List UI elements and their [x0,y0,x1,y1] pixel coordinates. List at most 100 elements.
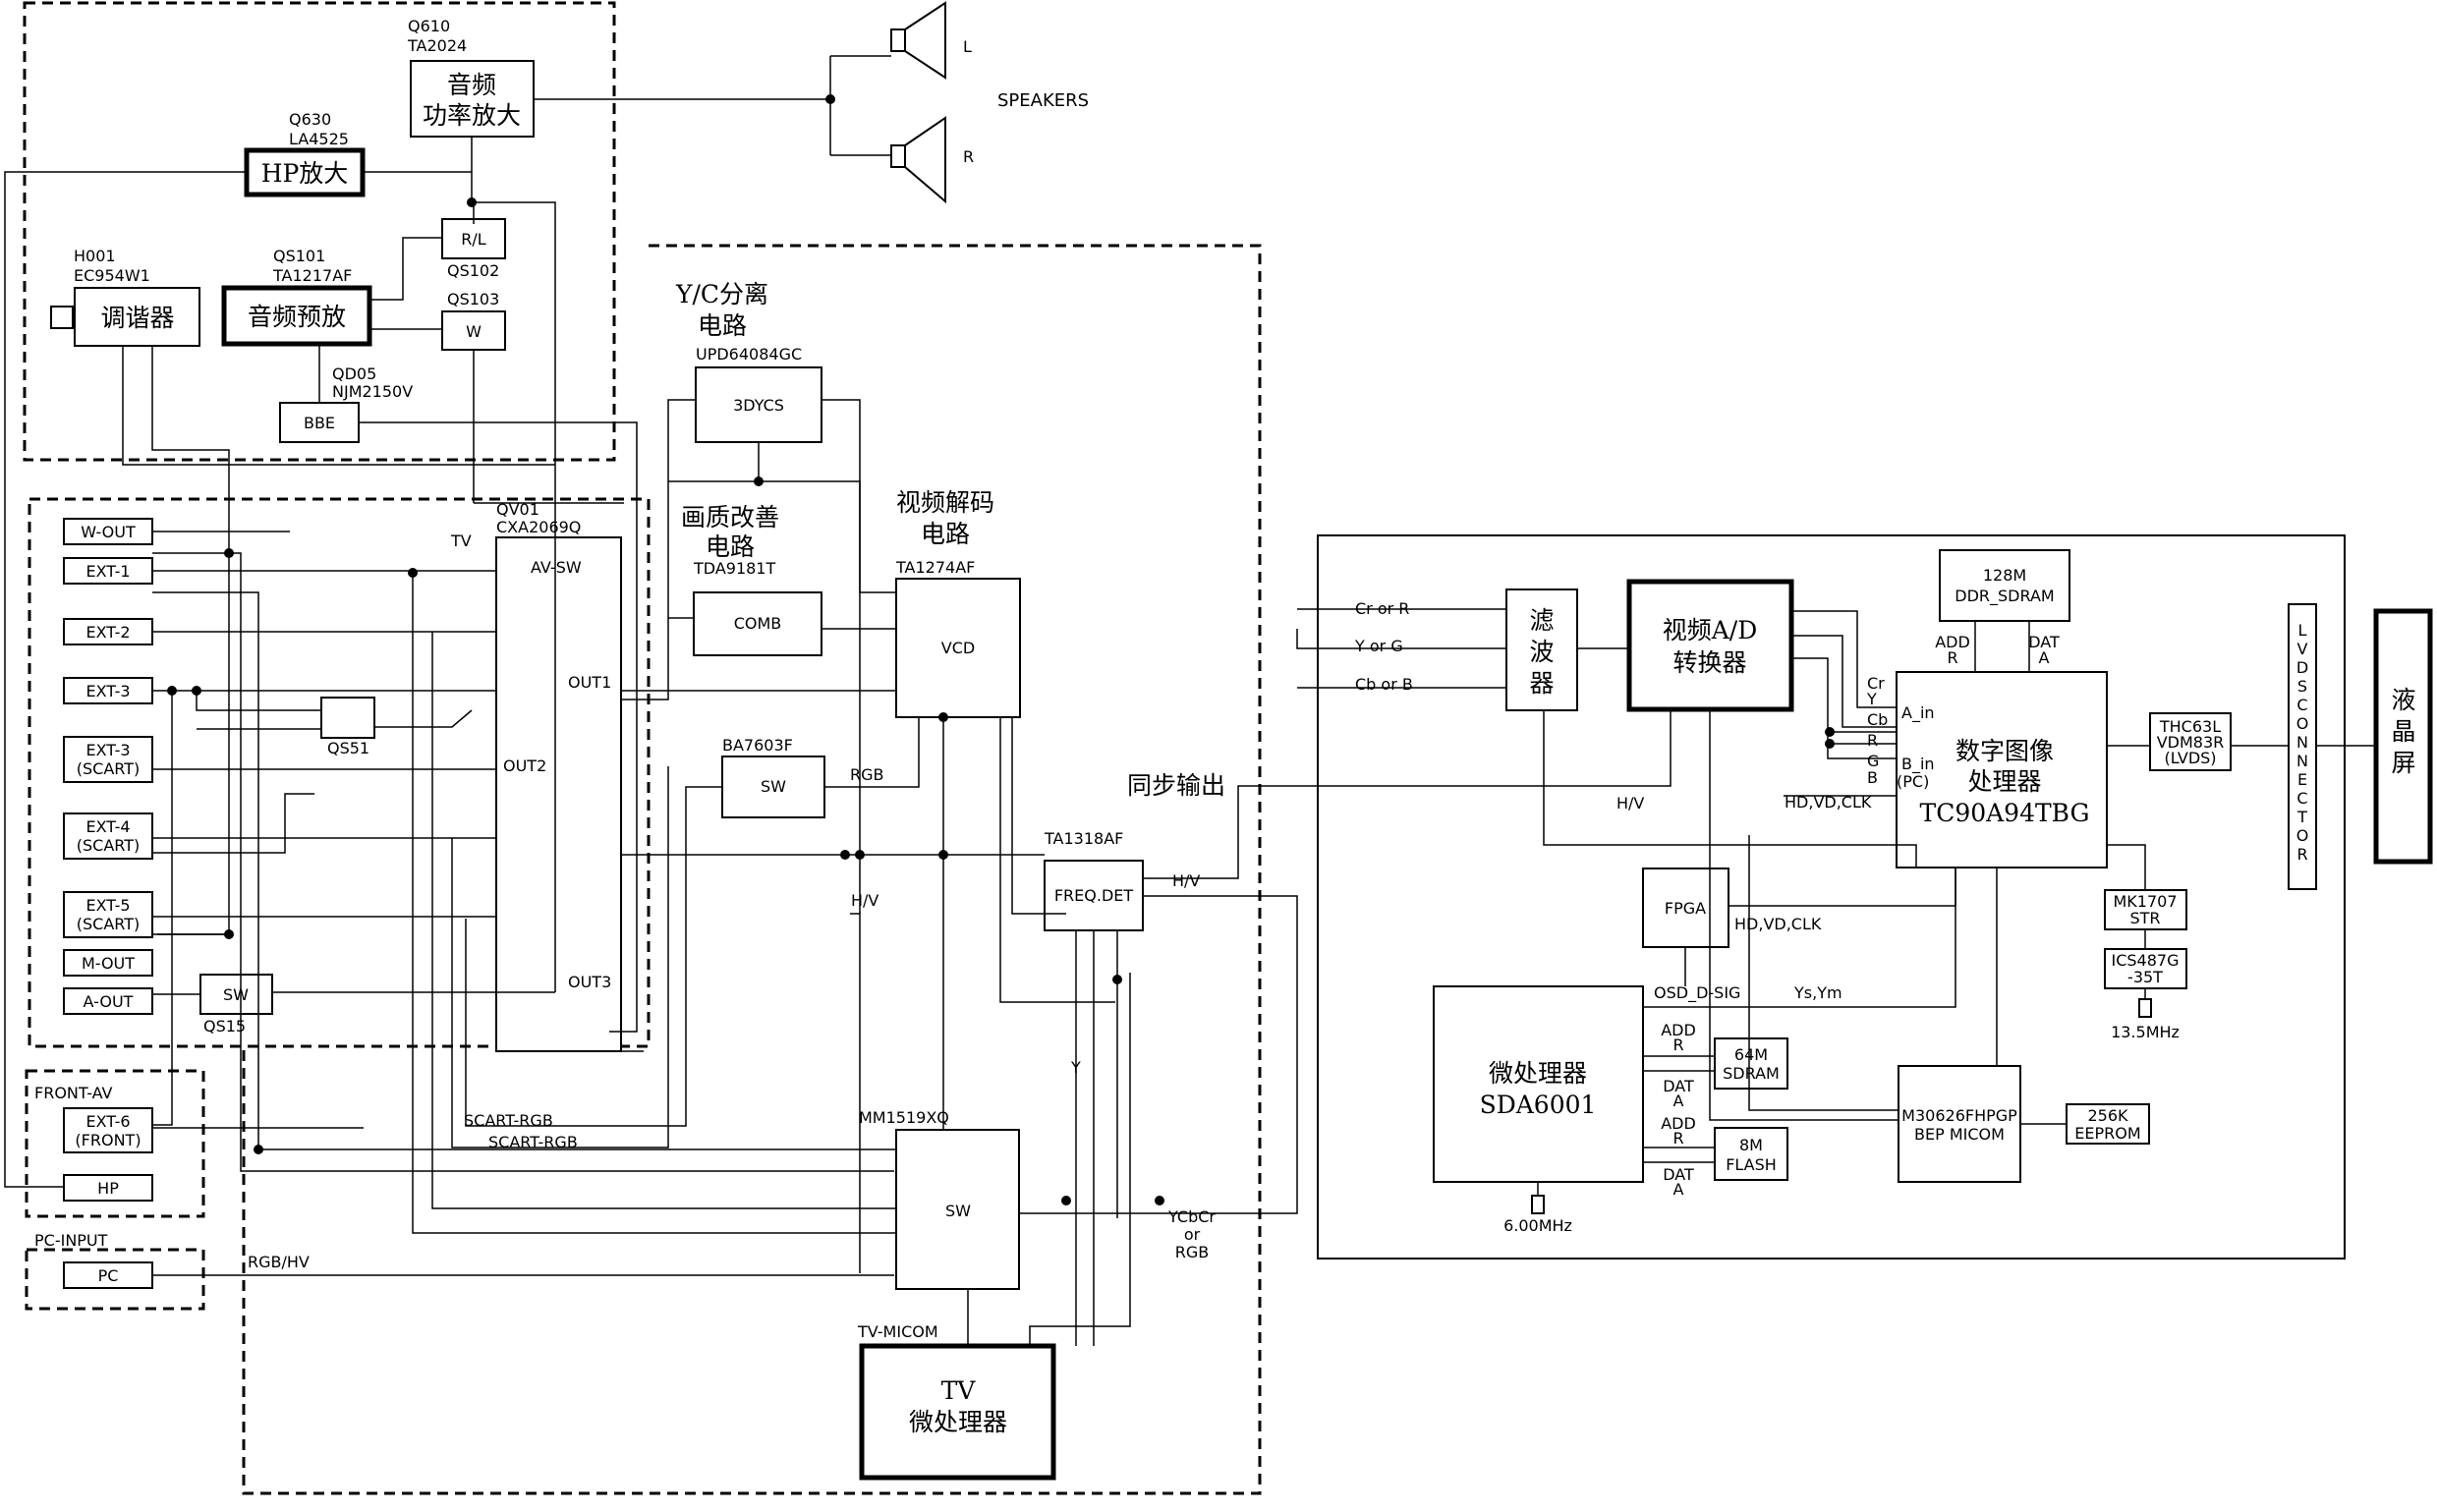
lvds-letter: N [2296,733,2308,752]
tuner-antenna [50,306,74,329]
dip-pin-label: G [1867,752,1879,770]
ycbcr-3: RGB [1175,1243,1210,1261]
w-name: W [466,322,482,341]
dat1-2: A [1673,1092,1684,1110]
junction-dot [825,94,835,104]
junction-dot [754,476,764,486]
input-port-label: EXT-3 [85,682,130,700]
bep-line2: BEP MICOM [1914,1125,2005,1144]
mpu-line2: SDA6001 [1480,1091,1597,1119]
preamp-name: 音频预放 [248,303,346,331]
panel-in-y: Y or G [1354,637,1403,655]
input-port-label: W-OUT [81,523,136,541]
bbe-name: BBE [304,414,335,432]
junction-dot [1155,1196,1164,1205]
bbe-block [279,402,360,443]
eeprom-line2: EEPROM [2074,1124,2140,1143]
yc-name: 3DYCS [733,396,784,415]
amp-line1: 音频 [447,71,496,99]
lvds-letter: V [2297,640,2308,658]
dip-line1: 数字图像 [1955,737,2054,765]
vcd-title2: 电路 [921,520,970,548]
tuner-block [74,287,200,347]
lvds-letter: N [2296,752,2308,770]
ddr-add-1: ADD [1935,633,1970,651]
add1-2: R [1672,1036,1683,1054]
avsw-name: AV-SW [531,558,582,577]
dip-pin-label: R [1867,731,1878,750]
rl-block [441,218,506,259]
input-port-6: EXT-5(SCART) [63,891,153,938]
input-port-label: M-OUT [82,954,135,973]
mpu-line1: 微处理器 [1489,1059,1587,1088]
tvmicom-line2: 微处理器 [909,1408,1007,1436]
avsw-tv: TV [450,532,472,550]
scart-rgb-2: SCART-RGB [488,1133,578,1151]
fpga-sig: HD,VD,CLK [1734,915,1822,933]
freq-part: TA1318AF [1044,829,1123,848]
tvmicom-line1: TV [941,1376,977,1405]
front-av-region [25,1069,205,1218]
add1-1: ADD [1661,1021,1696,1039]
lvds-letter: D [2296,658,2308,677]
audio-preamp-block [221,285,372,347]
input-port-label: (SCART) [77,836,140,855]
avsw-out3: OUT3 [568,973,611,991]
digital-image-processor [1896,671,2108,868]
tuner-part: EC954W1 [74,266,150,285]
junction-dot [224,548,234,558]
qs15-name: SW [223,985,249,1004]
yc-part: UPD64084GC [696,345,802,364]
ext6-line2: (FRONT) [75,1131,141,1149]
lvds-letter: S [2297,677,2307,696]
adc-line2: 转换器 [1672,648,1746,677]
rl-ref: QS102 [447,261,499,280]
dip-pin-label: Cr [1867,674,1885,693]
input-region [28,497,651,1048]
junction-dot [408,568,418,578]
junction-dot [1825,727,1835,737]
mk-line1: MK1707 [2113,892,2177,911]
ddr-line1: 128M [1983,566,2026,585]
input-port-label: (SCART) [77,915,140,933]
speaker-l-label: L [963,37,972,56]
input-port-label: A-OUT [84,992,134,1011]
amp-part: TA2024 [407,36,467,55]
dip-pin-label: Y [1866,690,1877,708]
main-switch-block [895,1129,1020,1290]
dip-pin-label: B [1867,768,1878,787]
junction-dot [254,1145,263,1154]
junction-dot [167,686,177,696]
lvds-connector [2288,603,2317,890]
lcd-3: 屏 [2391,749,2415,777]
flash-line2: FLASH [1726,1155,1777,1174]
video-adc-block [1626,579,1794,712]
avsw-part: CXA2069Q [496,518,581,536]
pc-input-label: PC-INPUT [34,1231,108,1250]
vcd-title1: 视频解码 [896,488,994,517]
ddr-dat-2: A [2039,648,2050,667]
audio-power-amp [410,60,535,138]
input-port-label: EXT-5 [85,896,130,915]
flash-block [1714,1127,1788,1181]
lvds-letter: L [2298,621,2307,640]
flash-line1: 8M [1739,1136,1763,1154]
ics-line2: -35T [2127,968,2163,986]
speaker-right-icon [890,116,946,204]
ddr-sdram-block [1939,549,2070,622]
mainsw-part: MM1519XQ [859,1108,949,1127]
w-block [441,310,506,351]
lvds-letter: R [2296,845,2307,864]
lcd-1: 液 [2391,686,2415,714]
w-ref: QS103 [447,290,499,308]
microprocessor-block [1433,985,1644,1183]
lvds-letter: C [2296,696,2307,714]
ddr-line2: DDR_SDRAM [1955,587,2054,606]
thc-line3: (LVDS) [2164,749,2216,767]
bbe-part: NJM2150V [332,382,413,401]
freq-name: FREQ.DET [1054,886,1134,905]
dip-b-in: B_in [1901,755,1935,774]
